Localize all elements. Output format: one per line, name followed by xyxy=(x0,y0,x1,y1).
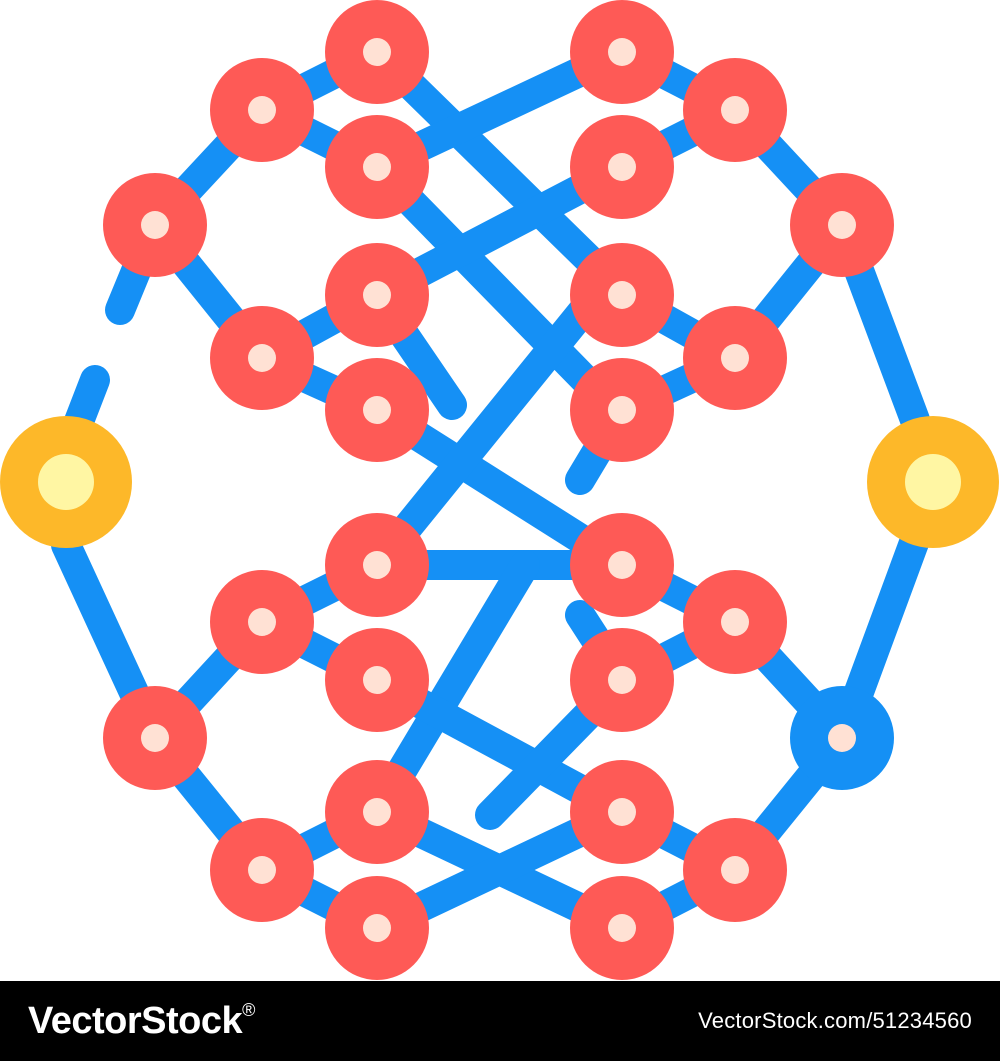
network-node xyxy=(103,173,207,277)
network-node xyxy=(325,876,429,980)
network-node xyxy=(570,876,674,980)
network-node xyxy=(570,628,674,732)
network-node xyxy=(570,0,674,104)
watermark-bar: VectorStock® VectorStock.com/51234560 xyxy=(0,981,1000,1061)
network-node xyxy=(683,818,787,922)
registered-mark: ® xyxy=(242,999,255,1020)
network-node xyxy=(210,818,314,922)
network-link xyxy=(362,275,615,580)
network-node xyxy=(570,358,674,462)
terminal-node-right xyxy=(867,416,999,548)
network-link xyxy=(362,37,627,297)
image-credit: VectorStock.com/51234560 xyxy=(698,1008,972,1033)
network-illustration xyxy=(0,0,999,980)
network-node xyxy=(683,570,787,674)
vectorstock-logo: VectorStock® xyxy=(28,1000,255,1043)
network-node xyxy=(570,513,674,617)
terminal-node-left xyxy=(0,416,132,548)
network-node xyxy=(210,306,314,410)
network-node xyxy=(325,358,429,462)
network-node xyxy=(210,58,314,162)
network-node xyxy=(325,628,429,732)
network-links xyxy=(51,37,930,943)
network-node xyxy=(325,0,429,104)
network-node xyxy=(683,58,787,162)
brand-name: VectorStock xyxy=(28,999,243,1042)
network-node xyxy=(325,115,429,219)
network-node xyxy=(790,173,894,277)
network-node-open xyxy=(790,686,894,790)
network-node xyxy=(570,115,674,219)
network-node xyxy=(570,760,674,864)
network-node xyxy=(210,570,314,674)
network-node xyxy=(325,513,429,617)
network-node xyxy=(325,243,429,347)
network-node xyxy=(570,243,674,347)
network-node xyxy=(325,760,429,864)
network-node xyxy=(683,306,787,410)
network-nodes xyxy=(0,0,999,980)
network-node xyxy=(103,686,207,790)
